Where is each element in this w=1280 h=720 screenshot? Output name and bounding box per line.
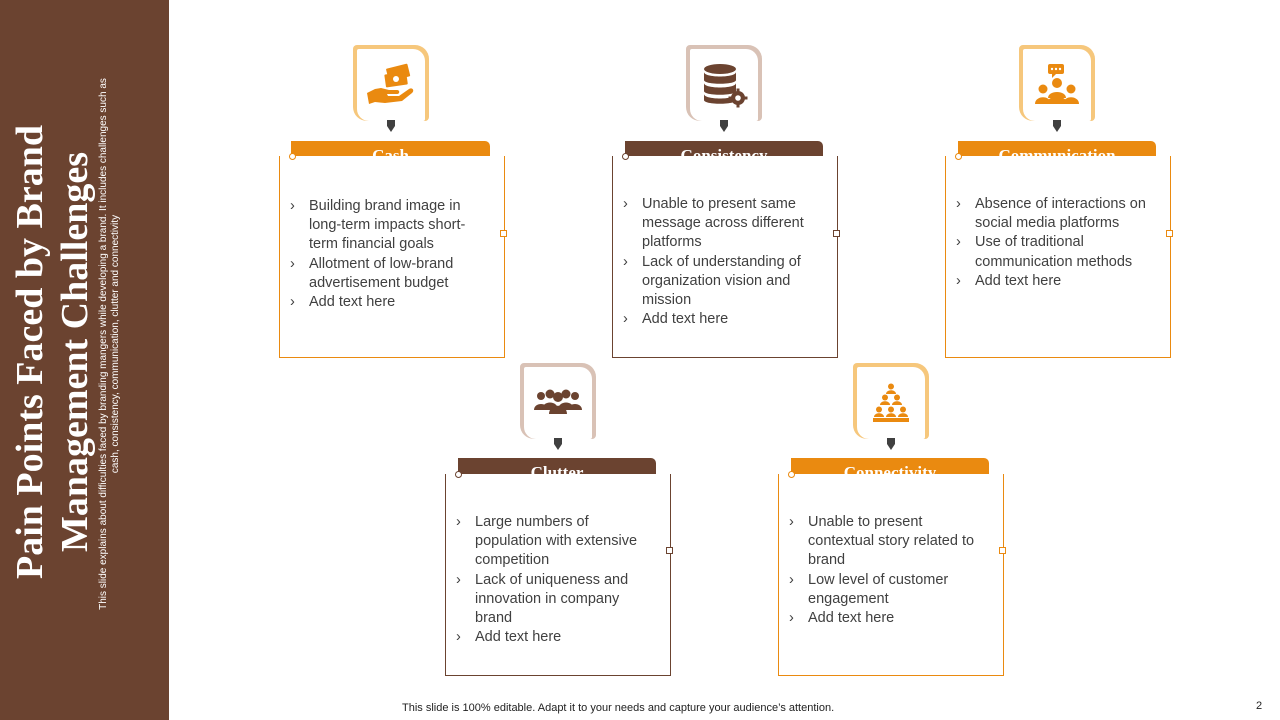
pin-icon bbox=[554, 438, 562, 450]
slide-subtitle: This slide explains about difficulties f… bbox=[98, 78, 121, 610]
bullet-list-cash: ›Building brand image in long-term impac… bbox=[290, 197, 490, 312]
connector-dot bbox=[666, 547, 673, 554]
sidebar-text-block: Pain Points Faced by Brand Management Ch… bbox=[0, 0, 169, 720]
pin-icon bbox=[887, 438, 895, 450]
card-body-communication bbox=[945, 156, 1171, 358]
bullet-list-consistency: ›Unable to present same message across d… bbox=[623, 195, 823, 329]
icon-frame-cash bbox=[353, 45, 429, 121]
slide-title: Pain Points Faced by Brand Management Ch… bbox=[9, 125, 96, 579]
list-item: ›Use of traditional communication method… bbox=[956, 234, 1133, 270]
connector-dot bbox=[500, 230, 507, 237]
connector-dot bbox=[833, 230, 840, 237]
card-body-clutter bbox=[445, 474, 671, 676]
page-number: 2 bbox=[1256, 700, 1263, 712]
footer-note: This slide is 100% editable. Adapt it to… bbox=[402, 702, 835, 714]
bullet-list-communication: ›Absence of interactions on social media… bbox=[956, 195, 1161, 291]
list-item: ›Add text here bbox=[456, 629, 562, 646]
bullet-list-connectivity: ›Unable to present contextual story rela… bbox=[789, 513, 989, 628]
connector-dot bbox=[955, 153, 962, 160]
list-item: ›Unable to present same message across d… bbox=[623, 196, 804, 251]
list-item: ›Unable to present contextual story rela… bbox=[789, 514, 975, 569]
icon-frame-connectivity bbox=[853, 363, 929, 439]
money-hand-icon bbox=[367, 63, 414, 104]
list-item: ›Add text here bbox=[623, 311, 729, 328]
pin-icon bbox=[1053, 120, 1061, 132]
icon-frame-communication bbox=[1019, 45, 1095, 121]
pin-icon bbox=[387, 120, 395, 132]
list-item: ›Add text here bbox=[956, 272, 1062, 289]
list-item: ›Add text here bbox=[789, 610, 895, 627]
list-item: ›Building brand image in long-term impac… bbox=[290, 198, 466, 253]
list-item: ›Absence of interactions on social media… bbox=[956, 196, 1146, 232]
list-item: ›Add text here bbox=[290, 294, 396, 311]
group-chat-icon bbox=[1035, 64, 1079, 104]
pin-icon bbox=[720, 120, 728, 132]
card-body-consistency bbox=[612, 156, 838, 358]
title-sidebar: Pain Points Faced by Brand Management Ch… bbox=[0, 0, 169, 720]
icon-frame-clutter bbox=[520, 363, 596, 439]
connector-dot bbox=[1166, 230, 1173, 237]
database-gear-icon bbox=[704, 64, 748, 108]
list-item: ›Lack of uniqueness and innovation in co… bbox=[456, 571, 629, 627]
people-pyramid-icon bbox=[873, 383, 909, 422]
card-body-connectivity bbox=[778, 474, 1004, 676]
bullet-list-clutter: ›Large numbers of population with extens… bbox=[456, 513, 656, 647]
connector-dot bbox=[622, 153, 629, 160]
list-item: ›Large numbers of population with extens… bbox=[456, 514, 638, 569]
connector-dot bbox=[788, 471, 795, 478]
crowd-icon bbox=[534, 389, 582, 414]
connector-dot bbox=[289, 153, 296, 160]
list-item: ›Low level of customer engagement bbox=[789, 571, 949, 607]
list-item: ›Allotment of low-brand advertisement bu… bbox=[290, 255, 454, 291]
icon-frame-consistency bbox=[686, 45, 762, 121]
connector-dot bbox=[999, 547, 1006, 554]
list-item: ›Lack of understanding of organization v… bbox=[623, 253, 801, 309]
connector-dot bbox=[455, 471, 462, 478]
card-body-cash bbox=[279, 156, 505, 358]
